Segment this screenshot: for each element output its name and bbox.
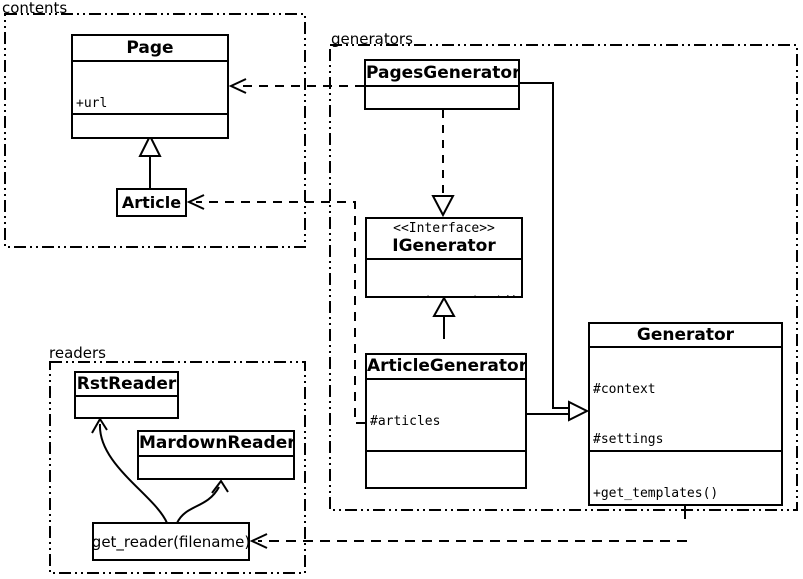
class-rstreader: RstReader +read() [74, 371, 179, 419]
dependency-pagesgenerator-to-page [228, 78, 364, 94]
class-igenerator-title: <<Interface>> IGenerator [367, 219, 521, 258]
class-igenerator-methods: +generate_context() +generate_output() [367, 258, 521, 296]
class-articlegenerator: ArticleGenerator #articles #dates #tags … [365, 353, 527, 489]
inheritance-article-to-page [138, 133, 162, 188]
class-page-attributes: +url +slug +summary [73, 60, 227, 113]
get-reader-label: get_reader(filename) [91, 532, 251, 551]
class-mardownreader-title: MardownReader [139, 433, 293, 453]
class-articlegenerator-title: ArticleGenerator [367, 356, 525, 376]
class-mardownreader: MardownReader +read() [137, 430, 295, 480]
class-page-methods: +check_properties() [73, 113, 227, 137]
class-articlegenerator-methods: +generate_feeds() +generate_pages() [367, 450, 525, 487]
class-generator-title: Generator [636, 325, 735, 345]
package-label-generators: generators [331, 30, 413, 48]
class-generator-methods: +get_templates() +get_files(path,exclude… [590, 450, 781, 504]
class-rstreader-title: RstReader [76, 374, 177, 394]
class-igenerator: <<Interface>> IGenerator +generate_conte… [365, 217, 523, 298]
generator-attr-settings: #settings [593, 431, 664, 447]
package-border-contents [4, 13, 306, 248]
class-mardownreader-methods: +read() [139, 455, 293, 478]
generator-method-get-templates: +get_templates() [593, 486, 719, 501]
package-label-readers: readers [49, 344, 106, 362]
inheritance-generators-to-generator [520, 82, 590, 422]
arrow-getreader-to-rstreader [91, 417, 168, 524]
class-article-title: Article [121, 193, 182, 212]
page-attr-url: +url [76, 96, 108, 111]
class-pagesgenerator-title: PagesGenerator [366, 63, 518, 83]
function-box-get-reader: get_reader(filename) [92, 522, 250, 561]
realization-articlegenerator-to-igenerator [432, 295, 456, 339]
class-page-title: Page [126, 38, 174, 58]
dependency-generator-to-getreader [249, 500, 687, 549]
package-label-contents: contents [2, 0, 68, 17]
articlegenerator-method-generate-feeds: +generate_feeds() [370, 486, 522, 487]
dependency-articlegenerator-to-article [186, 194, 365, 424]
class-generator: Generator #context #settings #path #them… [588, 322, 783, 506]
igenerator-stereotype: <<Interface>> [393, 221, 495, 236]
realization-pagesgenerator-to-igenerator [431, 110, 455, 218]
class-pagesgenerator: PagesGenerator #pages [364, 59, 520, 110]
class-rstreader-methods: +read() [76, 395, 177, 417]
package-border-generators [329, 44, 798, 511]
class-page: Page +url +slug +summary +check_properti… [71, 34, 229, 139]
arrow-getreader-to-mardownreader [176, 479, 229, 524]
class-article: Article [116, 188, 187, 217]
package-border-readers [49, 361, 306, 574]
igenerator-method-generate-context: +generate_context() [370, 294, 519, 296]
generator-attr-context: #context [593, 382, 656, 397]
class-pagesgenerator-attributes: #pages [366, 85, 518, 108]
igenerator-name: IGenerator [392, 236, 496, 256]
class-articlegenerator-attributes: #articles #dates #tags #categories [367, 378, 525, 450]
class-generator-attributes: #context #settings #path #theme #output_… [590, 346, 781, 450]
articlegenerator-attr-articles: #articles [370, 414, 441, 429]
